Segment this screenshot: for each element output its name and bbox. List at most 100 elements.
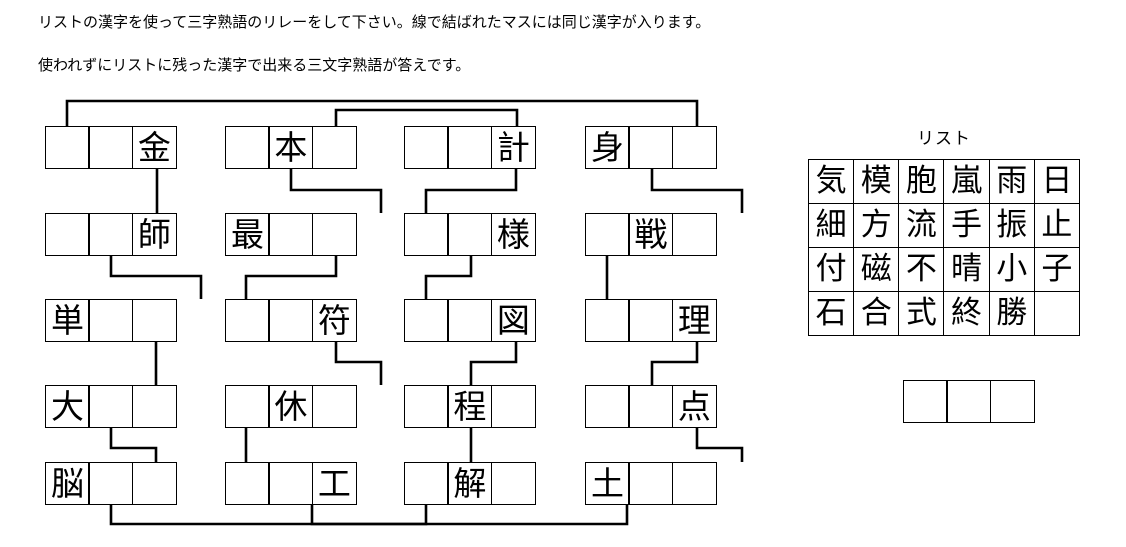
kanji-cell-empty[interactable]: [628, 462, 674, 505]
kanji-list-panel: リスト 気模胞嵐雨日細方流手振止付磁不晴小子石合式終勝: [807, 124, 1081, 336]
list-kanji-cell[interactable]: 気: [807, 159, 855, 204]
word-row-g3-r2: 様: [404, 213, 536, 256]
list-kanji-cell[interactable]: 式: [898, 291, 945, 336]
list-row: 付磁不晴小子: [807, 247, 1081, 292]
kanji-cell-empty[interactable]: [585, 213, 630, 256]
kanji-cell-empty[interactable]: [88, 126, 134, 169]
kanji-cell-filled[interactable]: 点: [671, 385, 717, 428]
list-kanji-cell[interactable]: 終: [943, 291, 990, 336]
list-kanji-cell[interactable]: 小: [988, 247, 1035, 292]
kanji-cell-empty[interactable]: [268, 462, 314, 505]
kanji-cell-empty[interactable]: [404, 385, 449, 428]
list-kanji-cell[interactable]: 付: [807, 247, 855, 292]
word-row-g4-r5: 土: [585, 462, 717, 505]
list-kanji-cell[interactable]: 流: [898, 203, 945, 248]
kanji-cell-empty[interactable]: [225, 126, 270, 169]
list-kanji-cell[interactable]: 胞: [898, 159, 945, 204]
kanji-cell-filled[interactable]: 戦: [628, 213, 674, 256]
kanji-cell-empty[interactable]: [225, 299, 270, 342]
kanji-cell-empty[interactable]: [404, 126, 449, 169]
kanji-cell-empty[interactable]: [404, 462, 449, 505]
kanji-list-table: 気模胞嵐雨日細方流手振止付磁不晴小子石合式終勝: [807, 159, 1081, 336]
kanji-cell-empty[interactable]: [131, 385, 177, 428]
kanji-cell-empty[interactable]: [671, 462, 717, 505]
kanji-cell-empty[interactable]: [585, 299, 630, 342]
kanji-cell-empty[interactable]: [490, 462, 536, 505]
answer-cell[interactable]: [903, 380, 948, 423]
kanji-cell-empty[interactable]: [404, 299, 449, 342]
list-row: 気模胞嵐雨日: [807, 159, 1081, 204]
kanji-cell-filled[interactable]: 符: [311, 299, 357, 342]
kanji-cell-empty[interactable]: [268, 299, 314, 342]
list-kanji-cell[interactable]: 子: [1033, 247, 1081, 292]
kanji-cell-empty[interactable]: [447, 213, 493, 256]
answer-cell[interactable]: [946, 380, 992, 423]
kanji-cell-empty[interactable]: [45, 213, 90, 256]
instruction-line-1: リストの漢字を使って三字熟語のリレーをして下さい。線で結ばれたマスには同じ漢字が…: [38, 13, 711, 31]
kanji-cell-filled[interactable]: 工: [311, 462, 357, 505]
kanji-cell-empty[interactable]: [447, 126, 493, 169]
kanji-cell-filled[interactable]: 師: [131, 213, 177, 256]
list-kanji-cell[interactable]: 止: [1033, 203, 1081, 248]
list-kanji-cell[interactable]: 振: [988, 203, 1035, 248]
kanji-cell-filled[interactable]: 程: [447, 385, 493, 428]
answer-cell[interactable]: [989, 380, 1035, 423]
kanji-cell-empty[interactable]: [628, 385, 674, 428]
kanji-cell-filled[interactable]: 脳: [45, 462, 90, 505]
kanji-cell-empty[interactable]: [268, 213, 314, 256]
kanji-cell-empty[interactable]: [88, 213, 134, 256]
kanji-cell-empty[interactable]: [447, 299, 493, 342]
kanji-cell-filled[interactable]: 様: [490, 213, 536, 256]
kanji-cell-empty[interactable]: [311, 213, 357, 256]
list-kanji-cell[interactable]: 磁: [853, 247, 900, 292]
kanji-cell-filled[interactable]: 休: [268, 385, 314, 428]
kanji-cell-filled[interactable]: 単: [45, 299, 90, 342]
kanji-cell-empty[interactable]: [628, 299, 674, 342]
list-kanji-cell[interactable]: 雨: [988, 159, 1035, 204]
kanji-cell-filled[interactable]: 理: [671, 299, 717, 342]
kanji-cell-empty[interactable]: [628, 126, 674, 169]
list-kanji-cell[interactable]: 合: [853, 291, 900, 336]
kanji-cell-filled[interactable]: 最: [225, 213, 270, 256]
list-kanji-cell[interactable]: 不: [898, 247, 945, 292]
kanji-cell-empty[interactable]: [131, 299, 177, 342]
kanji-cell-empty[interactable]: [225, 385, 270, 428]
word-row-g1-r5: 脳: [45, 462, 177, 505]
list-empty-cell[interactable]: [1033, 291, 1081, 336]
word-row-g2-r3: 符: [225, 299, 357, 342]
kanji-cell-empty[interactable]: [88, 462, 134, 505]
list-kanji-cell[interactable]: 晴: [943, 247, 990, 292]
kanji-cell-filled[interactable]: 金: [131, 126, 177, 169]
kanji-cell-empty[interactable]: [311, 385, 357, 428]
kanji-cell-empty[interactable]: [671, 213, 717, 256]
kanji-cell-filled[interactable]: 図: [490, 299, 536, 342]
kanji-cell-filled[interactable]: 大: [45, 385, 90, 428]
kanji-cell-empty[interactable]: [131, 462, 177, 505]
kanji-cell-empty[interactable]: [404, 213, 449, 256]
list-kanji-cell[interactable]: 手: [943, 203, 990, 248]
answer-boxes: [903, 380, 1035, 423]
kanji-cell-empty[interactable]: [490, 385, 536, 428]
kanji-cell-filled[interactable]: 土: [585, 462, 630, 505]
list-kanji-cell[interactable]: 方: [853, 203, 900, 248]
kanji-cell-empty[interactable]: [671, 126, 717, 169]
kanji-cell-filled[interactable]: 解: [447, 462, 493, 505]
kanji-cell-filled[interactable]: 計: [490, 126, 536, 169]
word-row-g3-r4: 程: [404, 385, 536, 428]
list-kanji-cell[interactable]: 嵐: [943, 159, 990, 204]
kanji-cell-filled[interactable]: 身: [585, 126, 630, 169]
list-kanji-cell[interactable]: 模: [853, 159, 900, 204]
kanji-cell-filled[interactable]: 本: [268, 126, 314, 169]
kanji-cell-empty[interactable]: [45, 126, 90, 169]
list-kanji-cell[interactable]: 細: [807, 203, 855, 248]
kanji-cell-empty[interactable]: [311, 126, 357, 169]
list-kanji-cell[interactable]: 日: [1033, 159, 1081, 204]
kanji-cell-empty[interactable]: [585, 385, 630, 428]
word-row-g1-r4: 大: [45, 385, 177, 428]
puzzle-grid-area: 金師単大脳 本最符休工 計様図程解 身戦理点土: [45, 99, 744, 526]
kanji-cell-empty[interactable]: [88, 299, 134, 342]
kanji-cell-empty[interactable]: [225, 462, 270, 505]
list-kanji-cell[interactable]: 石: [807, 291, 855, 336]
kanji-cell-empty[interactable]: [88, 385, 134, 428]
list-kanji-cell[interactable]: 勝: [988, 291, 1035, 336]
